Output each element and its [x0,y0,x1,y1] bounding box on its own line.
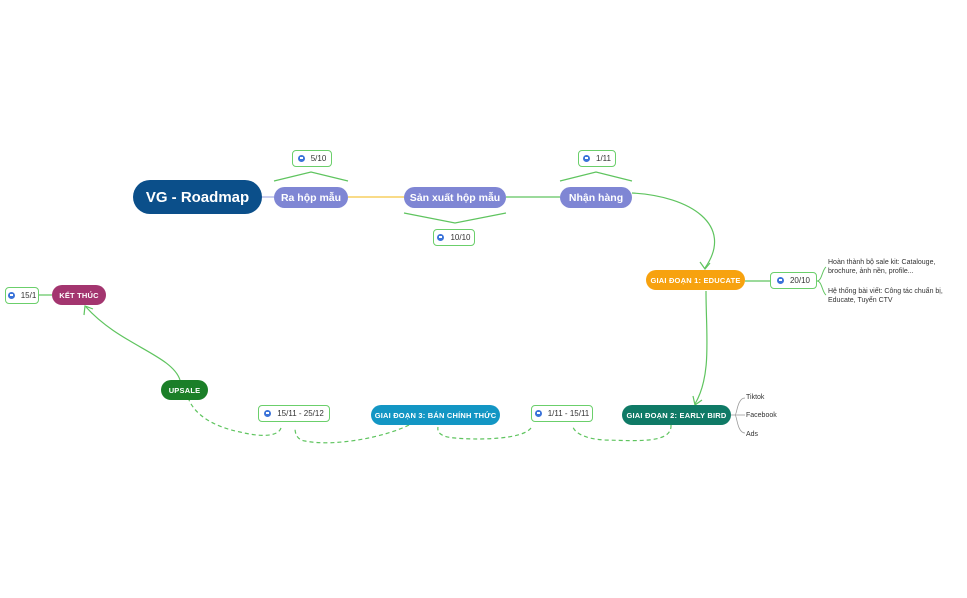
date-ban-chinh-thuc[interactable]: 15/11 - 25/12 [258,405,330,422]
brace-nhan-hang [559,171,633,182]
brace-san-xuat [403,212,507,224]
root-node[interactable]: VG - Roadmap [133,180,262,214]
topic-ra-hop-mau[interactable]: Ra hộp mẫu [274,187,348,208]
task-line: Hệ thống bài viết: Công tác chuẩn bị, [828,288,943,295]
date-label: 10/10 [450,233,471,242]
stage-ket-thuc[interactable]: KẾT THÚC [52,285,106,305]
date-label: 20/10 [789,276,811,285]
task-line: Educate, Tuyển CTV [828,297,893,304]
date-label: 1/11 - 15/11 [547,409,590,418]
stage-educate[interactable]: GIAI ĐOẠN 1: EDUCATE [646,270,745,290]
task-sale-kit[interactable]: Hoàn thành bộ sale kit: Catalouge, broch… [828,258,935,276]
stage-upsale[interactable]: UPSALE [161,380,208,400]
task-line: Hoàn thành bộ sale kit: Catalouge, [828,259,936,266]
dash-stage3-date [294,424,410,444]
calendar-icon [7,292,15,299]
channel-facebook[interactable]: Facebook [746,412,777,419]
task-line: brochure, ảnh nền, profile... [828,268,914,275]
date-educate[interactable]: 20/10 [770,272,817,289]
calendar-icon [534,410,542,417]
date-nhan-hang[interactable]: 1/11 [578,150,616,167]
calendar-icon [264,410,272,417]
stage-ban-chinh-thuc[interactable]: GIAI ĐOẠN 3: BÁN CHÍNH THỨC [371,405,500,425]
date-san-xuat[interactable]: 10/10 [433,229,475,246]
date-ra-hop-mau[interactable]: 5/10 [292,150,332,167]
calendar-icon [297,155,305,162]
topic-san-xuat-hop-mau[interactable]: Sản xuất hộp mẫu [404,187,506,208]
date-ket-thuc[interactable]: 15/1 [5,287,39,304]
dash-earlybird-date [572,424,672,442]
channel-ads[interactable]: Ads [746,431,759,438]
date-label: 15/1 [20,291,37,300]
calendar-icon [583,155,590,162]
task-bai-viet[interactable]: Hệ thống bài viết: Công tác chuẩn bị, Ed… [828,287,943,305]
date-label: 1/11 [596,154,611,163]
channel-tiktok[interactable]: Tiktok [746,394,765,401]
date-early-bird[interactable]: 1/11 - 15/11 [531,405,593,422]
connector-upsale-ketthuc [85,306,181,381]
date-label: 15/11 - 25/12 [277,409,324,418]
stage-early-bird[interactable]: GIAI ĐOẠN 2: EARLY BIRD [622,405,731,425]
connector-date-tasks [816,266,827,296]
brace-ra-hop-mau [273,171,349,182]
topic-nhan-hang[interactable]: Nhận hàng [560,187,632,208]
connector-earlybird-channels [731,397,746,434]
dash-date-stage3 [437,426,532,440]
calendar-icon [776,277,784,284]
connector-educate-earlybird [694,290,708,405]
connector-nhanhang-educate [631,192,716,269]
dash-date-upsale [188,399,282,436]
calendar-icon [437,234,445,241]
date-label: 5/10 [310,154,327,163]
